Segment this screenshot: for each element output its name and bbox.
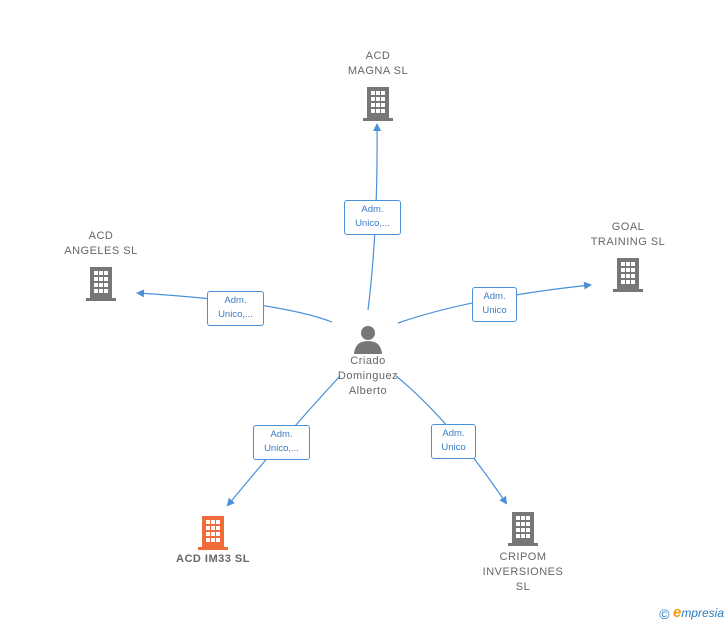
company-node-goal-training[interactable]: GOAL TRAINING SL [578, 220, 678, 292]
company-node-acd-im33[interactable]: ACD IM33 SL [163, 514, 263, 567]
company-name: ACD MAGNA SL [347, 50, 409, 77]
company-node-acd-magna[interactable]: ACD MAGNA SL [328, 49, 428, 121]
copyright-icon: © [659, 606, 670, 622]
relation-label-cripom[interactable]: Adm. Unico [431, 424, 476, 459]
relation-label-acd-angeles[interactable]: Adm. Unico,... [207, 291, 264, 326]
company-node-acd-angeles[interactable]: ACD ANGELES SL [51, 229, 151, 301]
building-icon [613, 258, 643, 292]
company-node-cripom[interactable]: CRIPOM INVERSIONES SL [473, 510, 573, 595]
relation-label-acd-magna[interactable]: Adm. Unico,... [344, 200, 401, 235]
building-icon [86, 267, 116, 301]
building-icon [508, 512, 538, 546]
person-node[interactable]: Criado Dominguez Alberto [318, 324, 418, 399]
relation-label-acd-im33[interactable]: Adm. Unico,... [253, 425, 310, 460]
brand-name: mpresia [681, 606, 724, 621]
relation-label-goal-training[interactable]: Adm. Unico [472, 287, 517, 322]
company-name: CRIPOM INVERSIONES SL [482, 551, 564, 593]
person-icon [354, 326, 382, 354]
building-icon [198, 516, 228, 550]
brand-logo-initial: e [672, 604, 682, 622]
company-name: ACD IM33 SL [176, 553, 250, 565]
person-name: Criado Dominguez Alberto [337, 355, 399, 397]
building-icon [363, 87, 393, 121]
company-name: GOAL TRAINING SL [590, 221, 666, 248]
footer-brand: © empresia [659, 604, 724, 622]
company-name: ACD ANGELES SL [64, 230, 138, 257]
